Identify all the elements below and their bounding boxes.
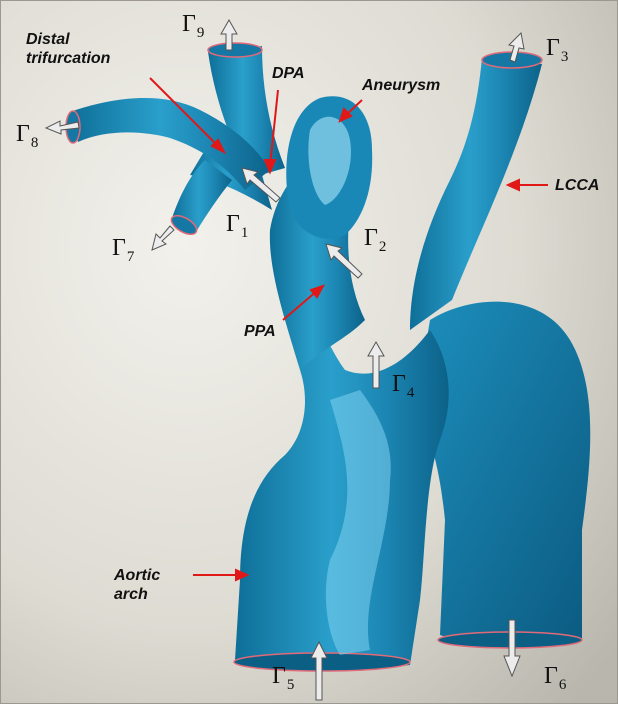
gamma7-label: Γ7 — [112, 236, 134, 269]
gamma8-label: Γ8 — [16, 122, 38, 155]
gamma8-symbol: Γ — [16, 121, 30, 147]
gamma9-outlet — [208, 43, 262, 57]
gamma5-symbol: Γ — [272, 663, 286, 689]
aneurysm-label: Aneurysm — [362, 76, 440, 95]
gamma9-label: Γ9 — [182, 12, 204, 45]
gamma5-index: 5 — [287, 677, 295, 693]
gamma8-index: 8 — [31, 135, 39, 151]
aortic-label-line1: Aortic — [114, 566, 160, 585]
gamma6-symbol: Γ — [544, 663, 558, 689]
gamma1-index: 1 — [241, 225, 249, 241]
lcca-label: LCCA — [555, 176, 599, 195]
gamma2-index: 2 — [379, 239, 387, 255]
ppa-label: PPA — [244, 322, 276, 341]
gamma1-label: Γ1 — [226, 212, 248, 245]
gamma5-label: Γ5 — [272, 664, 294, 697]
gamma1-symbol: Γ — [226, 211, 240, 237]
gamma4-index: 4 — [407, 385, 415, 401]
dpa-label: DPA — [272, 64, 305, 83]
distal-trifurcation-label: Distal trifurcation — [26, 30, 110, 68]
gamma3-label: Γ3 — [546, 36, 568, 69]
gamma9-index: 9 — [197, 25, 205, 41]
gamma9-symbol: Γ — [182, 11, 196, 37]
gamma2-label: Γ2 — [364, 226, 386, 259]
gamma4-label: Γ4 — [392, 372, 414, 405]
distal-label-line2: trifurcation — [26, 49, 110, 68]
gamma2-symbol: Γ — [364, 225, 378, 251]
aortic-label-line2: arch — [114, 585, 160, 604]
aortic-arch-label: Aortic arch — [114, 566, 160, 604]
gamma7-index: 7 — [127, 249, 135, 265]
gamma3-symbol: Γ — [546, 35, 560, 61]
gamma3-index: 3 — [561, 49, 569, 65]
gamma6-label: Γ6 — [544, 664, 566, 697]
gamma7-symbol: Γ — [112, 235, 126, 261]
gamma4-symbol: Γ — [392, 371, 406, 397]
distal-label-line1: Distal — [26, 30, 110, 49]
gamma6-index: 6 — [559, 677, 567, 693]
